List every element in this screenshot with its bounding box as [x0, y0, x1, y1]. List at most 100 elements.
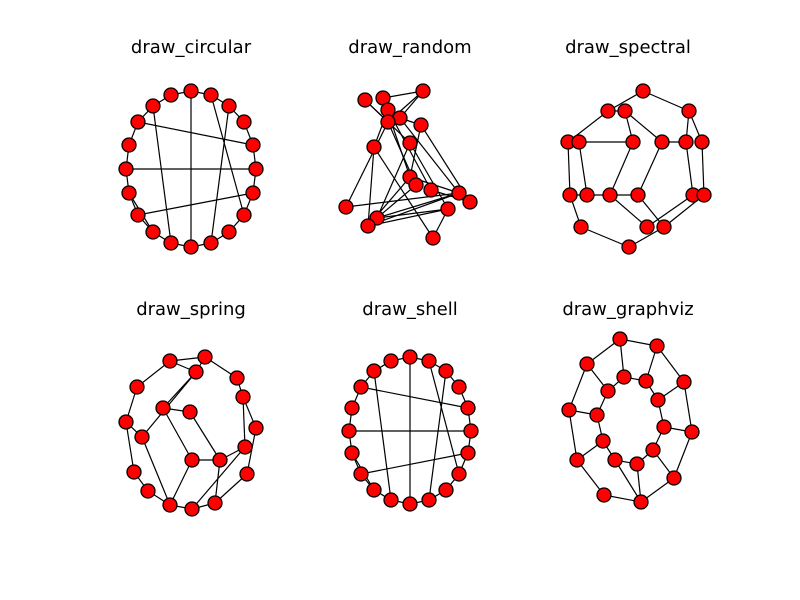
edge — [683, 381, 693, 433]
node — [341, 423, 357, 439]
panel-random: draw_random — [338, 37, 478, 246]
node — [182, 404, 198, 420]
node — [402, 135, 418, 151]
node — [163, 87, 179, 103]
node — [571, 134, 587, 150]
edge — [685, 141, 694, 196]
edge — [376, 142, 411, 219]
edge — [189, 411, 221, 461]
edge — [609, 194, 648, 228]
edge — [137, 192, 254, 216]
node — [357, 92, 373, 108]
edge — [376, 192, 460, 219]
nodes-circular — [118, 83, 264, 255]
edge — [580, 226, 630, 248]
node — [203, 87, 219, 103]
edge — [637, 141, 663, 196]
edge — [360, 386, 469, 409]
node — [221, 98, 237, 114]
node — [235, 389, 251, 405]
node — [140, 483, 156, 499]
node — [438, 482, 454, 498]
node — [402, 349, 418, 365]
edge — [399, 117, 460, 194]
edge — [578, 141, 588, 196]
panel-circular: draw_circular — [118, 37, 264, 255]
edge — [428, 370, 447, 501]
node — [366, 363, 382, 379]
node — [134, 429, 150, 445]
node — [126, 464, 142, 480]
node — [562, 187, 578, 203]
node — [612, 331, 628, 347]
node — [656, 419, 672, 435]
node — [633, 494, 649, 510]
node — [353, 379, 369, 395]
node — [121, 185, 137, 201]
node — [145, 98, 161, 114]
node — [462, 194, 478, 210]
edge — [162, 407, 193, 461]
node — [183, 83, 199, 99]
node — [440, 201, 456, 217]
node — [413, 117, 429, 133]
node — [639, 219, 655, 235]
node — [353, 466, 369, 482]
node — [645, 442, 661, 458]
node — [366, 139, 382, 155]
node — [183, 239, 199, 255]
node — [579, 356, 595, 372]
node — [212, 452, 228, 468]
panel-title-spring: draw_spring — [136, 299, 246, 320]
edge — [624, 110, 663, 143]
node — [600, 103, 616, 119]
node — [197, 349, 213, 365]
node — [600, 383, 616, 399]
edge — [345, 192, 460, 208]
node — [451, 466, 467, 482]
node — [130, 114, 146, 130]
node — [344, 445, 360, 461]
node — [188, 364, 204, 380]
node — [656, 219, 672, 235]
edge — [568, 363, 588, 411]
node — [184, 501, 200, 517]
node — [596, 487, 612, 503]
node — [366, 482, 382, 498]
nodes-spring — [118, 349, 264, 517]
node — [589, 407, 605, 423]
node — [666, 470, 682, 486]
node — [408, 177, 424, 193]
edge — [373, 370, 392, 501]
node — [460, 445, 476, 461]
node — [463, 423, 479, 439]
nodes-graphviz — [561, 331, 700, 510]
node — [421, 492, 437, 508]
node — [569, 452, 585, 468]
edge — [373, 146, 434, 239]
edge — [345, 121, 389, 208]
node — [207, 495, 223, 511]
node — [635, 83, 651, 99]
node — [460, 400, 476, 416]
panel-title-circular: draw_circular — [131, 37, 252, 58]
node — [684, 424, 700, 440]
node — [607, 452, 623, 468]
node — [425, 230, 441, 246]
node — [649, 338, 665, 354]
node — [616, 369, 632, 385]
edges-circular — [125, 90, 257, 248]
node — [360, 218, 376, 234]
node — [221, 224, 237, 240]
node — [338, 199, 354, 215]
node — [681, 103, 697, 119]
node — [438, 363, 454, 379]
edge — [137, 121, 254, 146]
node — [145, 224, 161, 240]
edge — [673, 431, 693, 479]
node — [638, 373, 654, 389]
nodes-shell — [341, 349, 479, 512]
node — [239, 466, 255, 482]
